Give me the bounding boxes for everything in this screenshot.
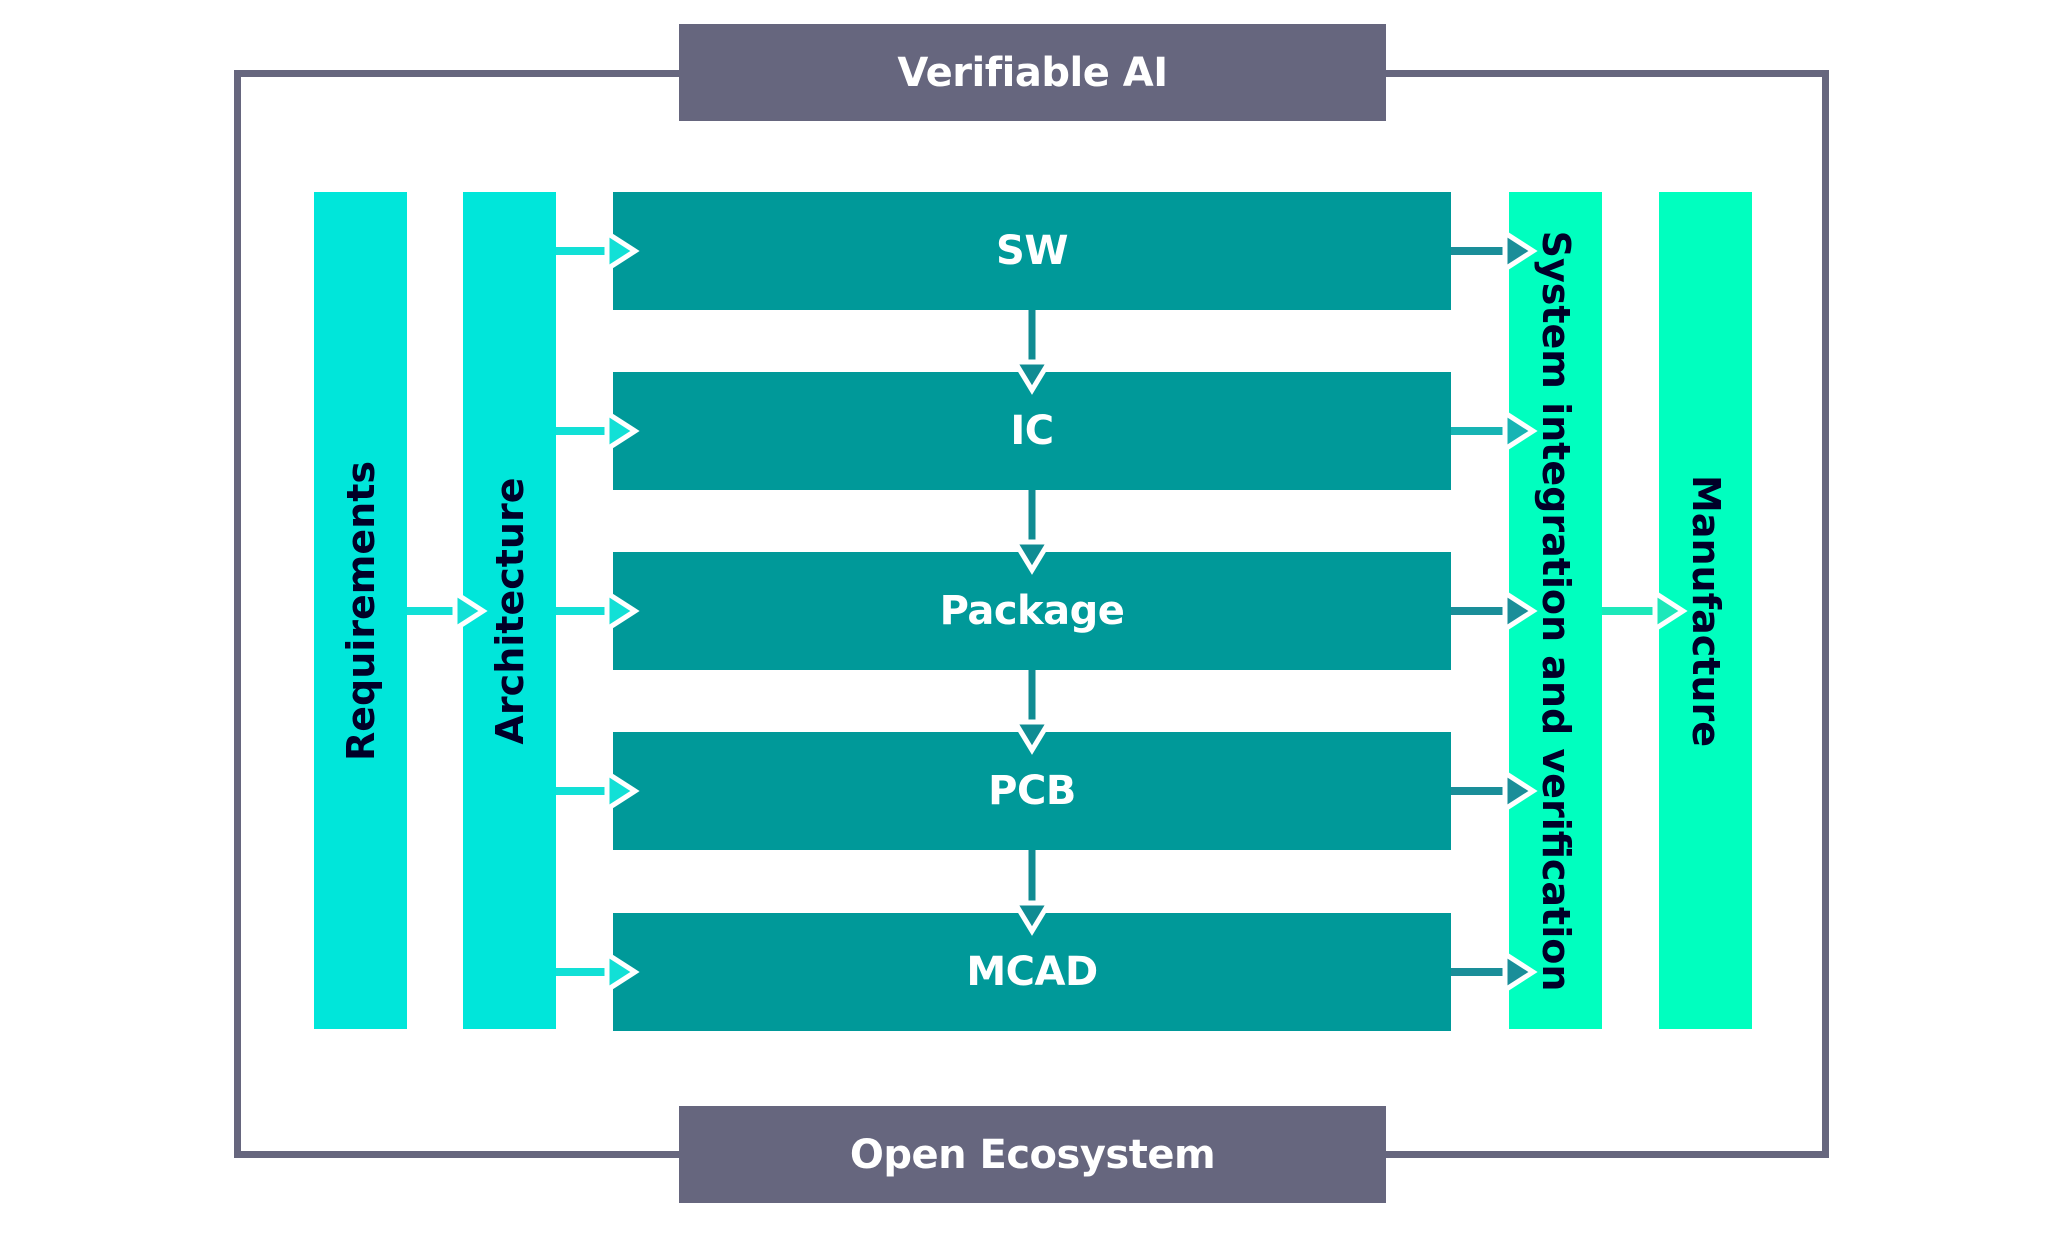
domain-box-ic: IC (613, 372, 1451, 490)
domain-label: MCAD (966, 949, 1098, 995)
domain-label: Package (939, 588, 1125, 634)
verifiable-ai-box: Verifiable AI (679, 24, 1386, 121)
requirements-label: Requirements (338, 460, 383, 761)
system-integration-bar: System integration and verification (1509, 192, 1602, 1029)
domain-box-mcad: MCAD (613, 913, 1451, 1031)
domain-label: IC (1010, 408, 1054, 454)
architecture-label: Architecture (487, 477, 532, 744)
system-integration-label: System integration and verification (1533, 230, 1578, 991)
domain-box-sw: SW (613, 192, 1451, 310)
domain-label: SW (996, 228, 1068, 274)
domain-label: PCB (988, 768, 1076, 814)
domain-box-package: Package (613, 552, 1451, 670)
requirements-bar: Requirements (314, 192, 407, 1029)
domain-box-pcb: PCB (613, 732, 1451, 850)
manufacture-bar: Manufacture (1659, 192, 1752, 1029)
open-ecosystem-label: Open Ecosystem (849, 1131, 1216, 1178)
manufacture-label: Manufacture (1683, 474, 1728, 747)
architecture-bar: Architecture (463, 192, 556, 1029)
open-ecosystem-box: Open Ecosystem (679, 1106, 1386, 1203)
verifiable-ai-label: Verifiable AI (897, 49, 1168, 96)
